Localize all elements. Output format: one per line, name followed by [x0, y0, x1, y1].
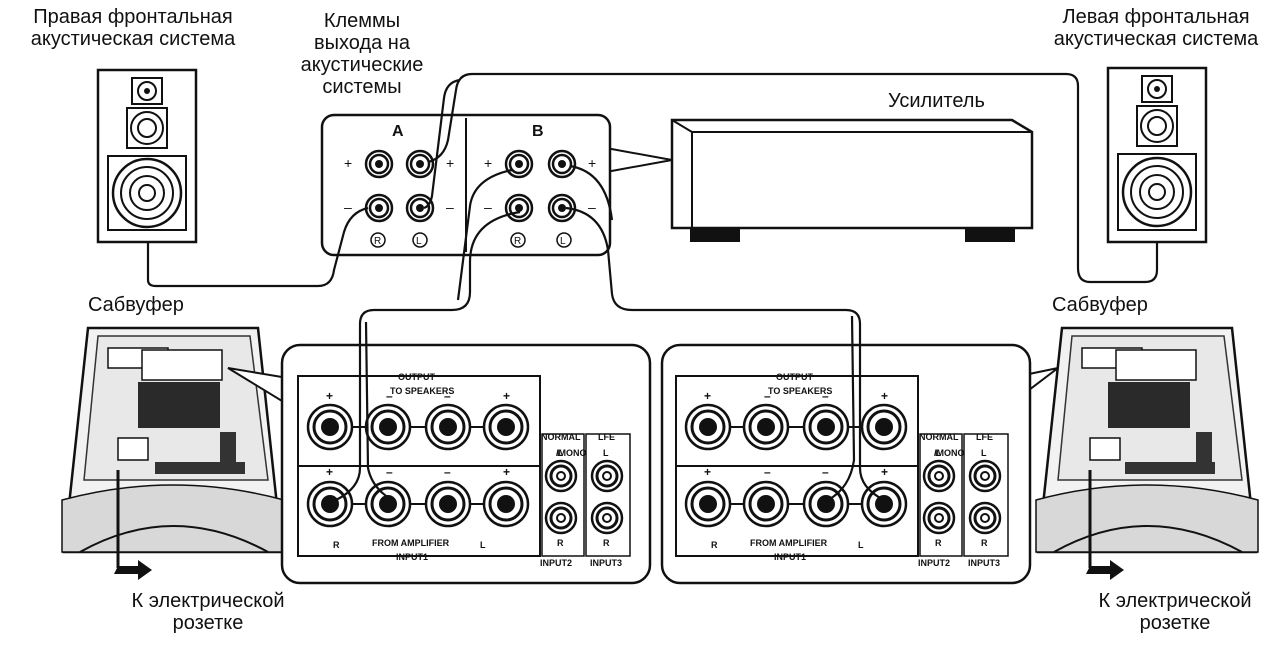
- l-mark: L: [416, 236, 422, 247]
- minus-mark: –: [822, 389, 829, 403]
- group-a-label: A: [392, 123, 404, 140]
- minus-mark: –: [764, 389, 771, 403]
- plus-mark: +: [704, 465, 711, 479]
- l-mark: L: [935, 448, 941, 458]
- amp-terminal-panel: [320, 113, 612, 257]
- plus-mark: +: [326, 389, 333, 403]
- amp-panel-labels: A B + + – – + + – – R L R L: [344, 123, 596, 247]
- minus-mark: –: [588, 199, 596, 215]
- r-mark: R: [981, 538, 988, 548]
- input3-label: INPUT3: [590, 558, 622, 568]
- to-speakers-label: TO SPEAKERS: [390, 386, 454, 396]
- subwoofer-right-label: Сабвуфер: [1052, 294, 1148, 316]
- r-mark: R: [514, 236, 521, 247]
- right-front-speaker: [96, 68, 198, 244]
- normal-label: NORMAL: [919, 432, 959, 442]
- l-mark: L: [557, 448, 563, 458]
- l-mark: L: [858, 540, 864, 550]
- sub-panel-left: [280, 343, 652, 585]
- plus-mark: +: [704, 389, 711, 403]
- sub-panel-left-labels: OUTPUT TO SPEAKERS FROM AMPLIFIER INPUT1…: [326, 372, 622, 568]
- plus-mark: +: [881, 465, 888, 479]
- input2-label: INPUT2: [540, 558, 572, 568]
- input3-label: INPUT3: [968, 558, 1000, 568]
- normal-label: NORMAL: [541, 432, 581, 442]
- group-b-label: B: [532, 123, 544, 140]
- minus-mark: –: [386, 465, 393, 479]
- lfe-label: LFE: [976, 432, 993, 442]
- l-mark: L: [603, 448, 609, 458]
- minus-mark: –: [764, 465, 771, 479]
- left-front-speaker: [1106, 66, 1208, 244]
- minus-mark: –: [444, 389, 451, 403]
- l-mark: L: [560, 236, 566, 247]
- speaker-terminals-label: Клеммы выхода на акустические системы: [300, 10, 424, 98]
- r-mark: R: [711, 540, 718, 550]
- input1-label: INPUT1: [396, 552, 428, 562]
- mono-label: /MONO: [934, 448, 965, 458]
- r-mark: R: [333, 540, 340, 550]
- r-mark: R: [374, 236, 381, 247]
- plus-mark: +: [503, 465, 510, 479]
- plus-mark: +: [881, 389, 888, 403]
- l-mark: L: [480, 540, 486, 550]
- mono-label: /MONO: [556, 448, 587, 458]
- plus-mark: +: [446, 155, 454, 171]
- output-label: OUTPUT: [776, 372, 814, 382]
- from-amplifier-label: FROM AMPLIFIER: [750, 538, 828, 548]
- to-speakers-label: TO SPEAKERS: [768, 386, 832, 396]
- amplifier-label: Усилитель: [888, 90, 985, 112]
- minus-mark: –: [822, 465, 829, 479]
- amplifier-unit: [605, 118, 1034, 242]
- lfe-label: LFE: [598, 432, 615, 442]
- r-mark: R: [557, 538, 564, 548]
- minus-mark: –: [344, 199, 352, 215]
- outlet-left-label: К электрической розетке: [131, 590, 285, 634]
- plus-mark: +: [326, 465, 333, 479]
- plus-mark: +: [503, 389, 510, 403]
- sub-panel-right: [660, 343, 1032, 585]
- minus-mark: –: [386, 389, 393, 403]
- subwoofer-left: [61, 326, 285, 580]
- minus-mark: –: [446, 199, 454, 215]
- outlet-right-label: К электрической розетке: [1098, 590, 1252, 634]
- sub-panel-right-labels: OUTPUT TO SPEAKERS FROM AMPLIFIER INPUT1…: [704, 372, 1000, 568]
- subwoofer-right: [1035, 326, 1259, 580]
- subwoofer-left-label: Сабвуфер: [88, 294, 184, 316]
- plus-mark: +: [484, 155, 492, 171]
- l-mark: L: [981, 448, 987, 458]
- input2-label: INPUT2: [918, 558, 950, 568]
- speaker-cables: [146, 72, 1159, 501]
- r-mark: R: [603, 538, 610, 548]
- left-front-speaker-label: Левая фронтальная акустическая система: [1053, 6, 1259, 50]
- output-label: OUTPUT: [398, 372, 436, 382]
- r-mark: R: [935, 538, 942, 548]
- minus-mark: –: [444, 465, 451, 479]
- minus-mark: –: [484, 199, 492, 215]
- plus-mark: +: [588, 155, 596, 171]
- input1-label: INPUT1: [774, 552, 806, 562]
- plus-mark: +: [344, 155, 352, 171]
- from-amplifier-label: FROM AMPLIFIER: [372, 538, 450, 548]
- right-front-speaker-label: Правая фронтальная акустическая система: [30, 6, 236, 50]
